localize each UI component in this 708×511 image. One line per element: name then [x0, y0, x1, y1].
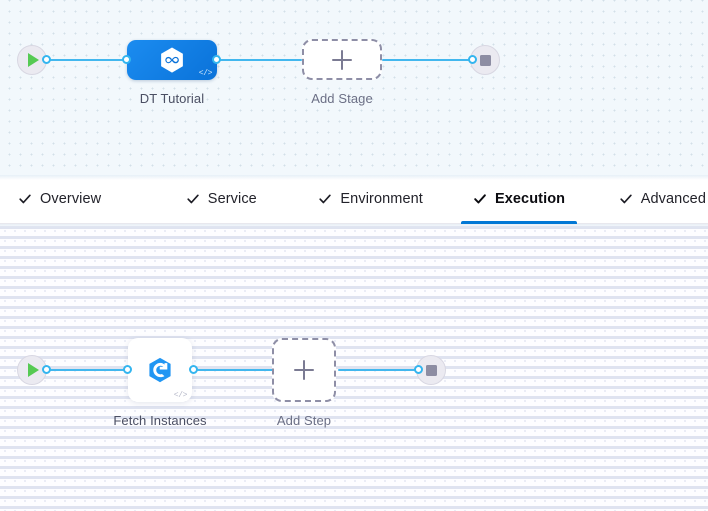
- check-icon: [319, 194, 332, 204]
- check-icon: [187, 194, 199, 204]
- pipeline-stage-canvas[interactable]: </> DT Tutorial Add Stage: [0, 0, 708, 175]
- tab-service-label: Service: [207, 191, 257, 207]
- tab-environment-label: Environment: [340, 191, 423, 207]
- tab-overview-label: Overview: [40, 191, 102, 207]
- step-node-output-port[interactable]: [189, 365, 198, 374]
- tab-environment[interactable]: Environment: [316, 175, 425, 224]
- execution-steps-canvas[interactable]: </> Fetch Instances Add Step: [0, 224, 708, 511]
- stage-config-tabs: Overview Service Environment Execution: [0, 175, 708, 224]
- step-node-fetch-instances[interactable]: </>: [128, 338, 192, 402]
- code-badge-icon: </>: [198, 69, 213, 78]
- edge-stage-to-add-stage: [214, 59, 302, 61]
- step-end-port[interactable]: [414, 365, 423, 374]
- edge-start-to-fetch: [45, 369, 129, 371]
- stop-icon: [479, 54, 491, 66]
- stop-icon: [425, 364, 437, 376]
- check-icon: [620, 194, 632, 204]
- stage-end-port[interactable]: [468, 55, 477, 64]
- stage-node-input-port[interactable]: [122, 55, 131, 64]
- stage-node-output-port[interactable]: [212, 55, 221, 64]
- tab-advanced-label: Advanced: [640, 191, 707, 207]
- check-icon: [19, 194, 31, 204]
- tab-advanced[interactable]: Advanced: [617, 175, 708, 224]
- stage-start-port[interactable]: [42, 55, 51, 64]
- plus-icon: [294, 360, 314, 380]
- code-badge-icon: </>: [173, 391, 188, 400]
- step-start-port[interactable]: [42, 365, 51, 374]
- harness-infinity-icon: [161, 47, 183, 73]
- play-icon: [28, 53, 39, 67]
- step-node-label: Fetch Instances: [113, 413, 207, 428]
- tab-active-underline: [460, 220, 578, 224]
- elastigroup-icon: [149, 357, 171, 383]
- tab-execution[interactable]: Execution: [460, 175, 578, 224]
- edge-start-to-stage: [45, 59, 131, 61]
- tab-overview[interactable]: Overview: [16, 175, 103, 224]
- step-node-input-port[interactable]: [123, 365, 132, 374]
- add-stage-button[interactable]: [302, 39, 382, 80]
- tab-service[interactable]: Service: [184, 175, 259, 224]
- add-step-button[interactable]: [272, 338, 336, 402]
- stage-node-dt-tutorial[interactable]: </>: [127, 40, 217, 80]
- add-step-label: Add Step: [276, 413, 332, 428]
- add-stage-label: Add Stage: [311, 91, 373, 106]
- plus-icon: [332, 49, 352, 70]
- stage-node-label: DT Tutorial: [139, 91, 205, 106]
- edge-fetch-to-add-step: [192, 369, 274, 371]
- edge-add-stage-to-end: [382, 59, 471, 61]
- play-icon: [28, 363, 39, 377]
- tab-execution-label: Execution: [494, 191, 566, 207]
- edge-add-step-to-end: [338, 369, 418, 371]
- check-icon: [474, 194, 486, 204]
